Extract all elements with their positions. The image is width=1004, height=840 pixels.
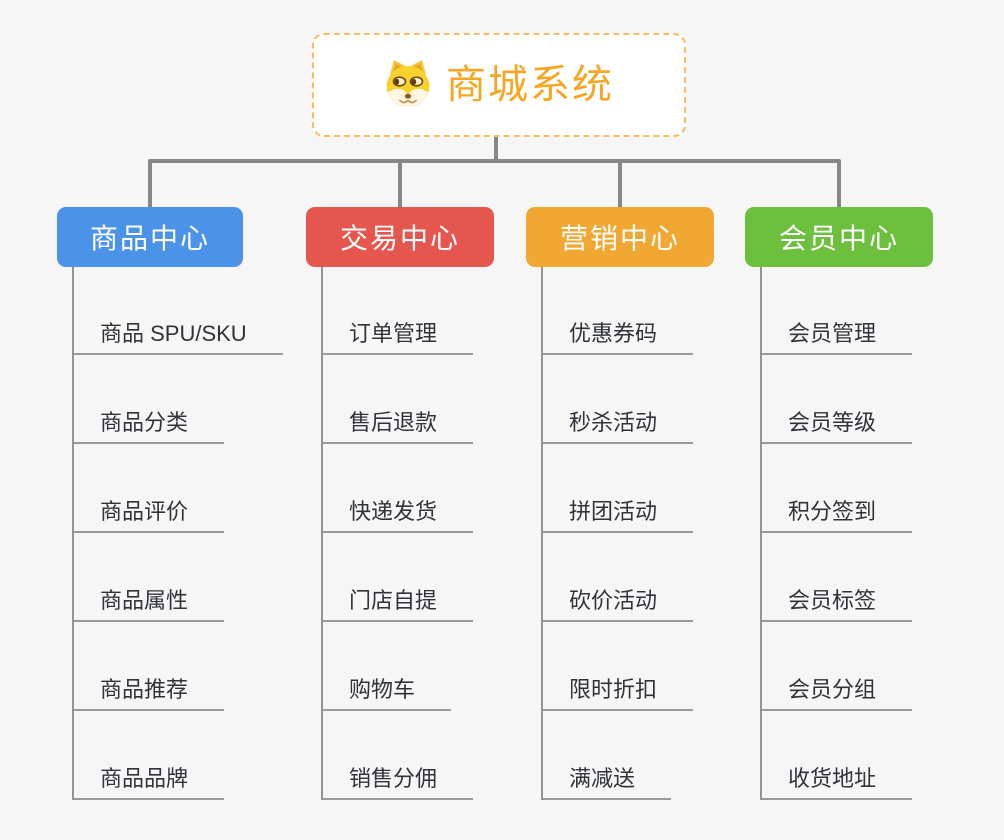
branch-topic-label: 交易中心 — [339, 223, 460, 254]
subtopic-label: 商品品牌 — [100, 766, 189, 791]
subtopic-item[interactable]: 销售分佣 — [321, 766, 474, 800]
subtopic-label: 商品属性 — [100, 588, 189, 613]
subtopic-label: 会员分组 — [788, 677, 877, 702]
subtopic-label: 商品评价 — [100, 499, 189, 524]
subtopic-item[interactable]: 商品分类 — [72, 410, 225, 444]
subtopic-item[interactable]: 限时折扣 — [541, 677, 694, 711]
subtopic-label: 快递发货 — [349, 499, 438, 524]
subtopic-item[interactable]: 会员分组 — [760, 677, 913, 711]
subtopic-item[interactable]: 积分签到 — [760, 499, 913, 533]
subtopic-item[interactable]: 门店自提 — [321, 588, 474, 622]
shiba-dog-icon — [384, 58, 432, 113]
subtopic-label: 会员标签 — [788, 588, 877, 613]
subtopic-label: 秒杀活动 — [569, 410, 658, 435]
subtopic-label: 会员等级 — [788, 410, 877, 435]
connector-drop-marketing-center — [618, 161, 622, 209]
branch-member-center: 会员中心 会员管理会员等级积分签到会员标签会员分组收货地址 — [745, 207, 933, 800]
subtopic-item[interactable]: 订单管理 — [321, 321, 474, 355]
subtopic-label: 优惠券码 — [569, 321, 658, 346]
branch-subtopic-list: 会员管理会员等级积分签到会员标签会员分组收货地址 — [745, 267, 933, 800]
subtopic-item[interactable]: 会员等级 — [760, 410, 913, 444]
subtopic-label: 积分签到 — [788, 499, 877, 524]
connector-root-stem — [494, 135, 498, 162]
branch-topic-trade-center[interactable]: 交易中心 — [306, 207, 494, 267]
branch-subtopic-list: 优惠券码秒杀活动拼团活动砍价活动限时折扣满减送 — [526, 267, 714, 800]
connector-horizontal-rail — [148, 159, 841, 163]
subtopic-item[interactable]: 砍价活动 — [541, 588, 694, 622]
subtopic-item[interactable]: 拼团活动 — [541, 499, 694, 533]
subtopic-label: 商品 SPU/SKU — [100, 321, 247, 346]
subtopic-item[interactable]: 快递发货 — [321, 499, 474, 533]
branch-topic-label: 会员中心 — [778, 223, 899, 254]
branch-topic-marketing-center[interactable]: 营销中心 — [526, 207, 714, 267]
subtopic-label: 会员管理 — [788, 321, 877, 346]
subtopic-label: 门店自提 — [349, 588, 438, 613]
subtopic-item[interactable]: 会员管理 — [760, 321, 913, 355]
branch-topic-label: 商品中心 — [89, 223, 210, 254]
subtopic-item[interactable]: 优惠券码 — [541, 321, 694, 355]
subtopic-label: 拼团活动 — [569, 499, 658, 524]
subtopic-label: 商品推荐 — [100, 677, 189, 702]
connector-drop-product-center — [148, 161, 152, 209]
subtopic-item[interactable]: 收货地址 — [760, 766, 913, 800]
subtopic-label: 购物车 — [349, 677, 416, 702]
root-topic-label: 商城系统 — [446, 63, 614, 107]
branch-subtopic-list: 商品 SPU/SKU 商品分类商品评价商品属性商品推荐商品品牌 — [57, 267, 283, 800]
subtopic-label: 收货地址 — [788, 766, 877, 791]
subtopic-item[interactable]: 会员标签 — [760, 588, 913, 622]
subtopic-label: 售后退款 — [349, 410, 438, 435]
connector-drop-trade-center — [398, 161, 402, 209]
branch-marketing-center: 营销中心 优惠券码秒杀活动拼团活动砍价活动限时折扣满减送 — [526, 207, 714, 800]
subtopic-label: 满减送 — [569, 766, 636, 791]
branch-product-center: 商品中心 商品 SPU/SKU 商品分类商品评价商品属性商品推荐商品品牌 — [57, 207, 283, 800]
branch-topic-member-center[interactable]: 会员中心 — [745, 207, 933, 267]
branch-trade-center: 交易中心 订单管理售后退款快递发货门店自提购物车销售分佣 — [306, 207, 494, 800]
subtopic-item[interactable]: 商品品牌 — [72, 766, 225, 800]
subtopic-item[interactable]: 商品推荐 — [72, 677, 225, 711]
branch-topic-label: 营销中心 — [559, 223, 680, 254]
subtopic-item[interactable]: 商品评价 — [72, 499, 225, 533]
subtopic-label: 销售分佣 — [349, 766, 438, 791]
subtopic-label: 商品分类 — [100, 410, 189, 435]
subtopic-item[interactable]: 商品 SPU/SKU — [72, 321, 283, 355]
subtopic-item[interactable]: 售后退款 — [321, 410, 474, 444]
subtopic-item[interactable]: 购物车 — [321, 677, 452, 711]
subtopic-label: 砍价活动 — [569, 588, 658, 613]
branch-topic-product-center[interactable]: 商品中心 — [57, 207, 243, 267]
subtopic-item[interactable]: 秒杀活动 — [541, 410, 694, 444]
branch-subtopic-list: 订单管理售后退款快递发货门店自提购物车销售分佣 — [306, 267, 494, 800]
subtopic-label: 限时折扣 — [569, 677, 658, 702]
root-topic[interactable]: 商城系统 — [312, 33, 686, 137]
subtopic-item[interactable]: 满减送 — [541, 766, 672, 800]
connector-drop-member-center — [837, 161, 841, 209]
subtopic-item[interactable]: 商品属性 — [72, 588, 225, 622]
subtopic-label: 订单管理 — [349, 321, 438, 346]
